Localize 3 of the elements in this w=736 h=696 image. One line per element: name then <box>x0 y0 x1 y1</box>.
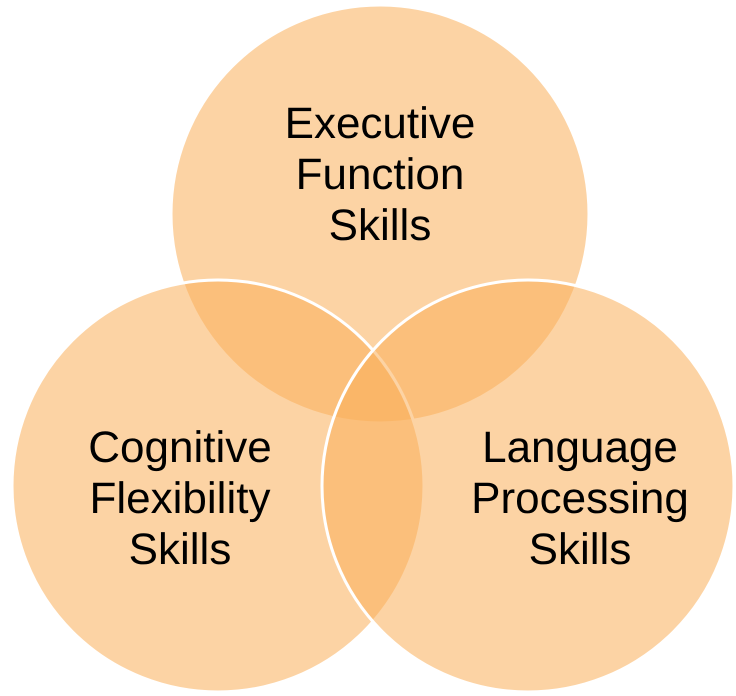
circle-label: Cognitive Flexibility Skills <box>87 422 273 574</box>
circle-label: Executive Function Skills <box>284 98 476 250</box>
circle-label: Language Processing Skills <box>470 422 690 574</box>
